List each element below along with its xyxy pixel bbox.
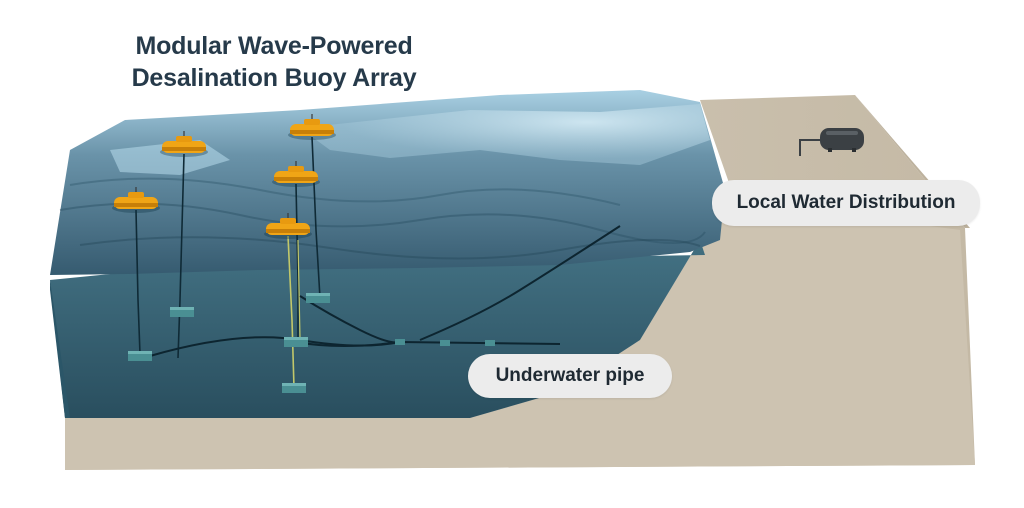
- storage-tank-icon: [799, 128, 864, 156]
- title-line-2: Desalination Buoy Array: [131, 64, 417, 92]
- mooring-lines: [135, 136, 321, 389]
- local-water-distribution-label: Local Water Distribution: [712, 180, 980, 226]
- diagram-title: Modular Wave-Powered Desalination Buoy A…: [104, 30, 444, 94]
- underwater-pipe-label: Underwater pipe: [468, 354, 672, 398]
- ocean-surface: [50, 90, 725, 275]
- title-line-1: Modular Wave-Powered: [135, 32, 413, 60]
- seabed-anchors: [128, 293, 495, 393]
